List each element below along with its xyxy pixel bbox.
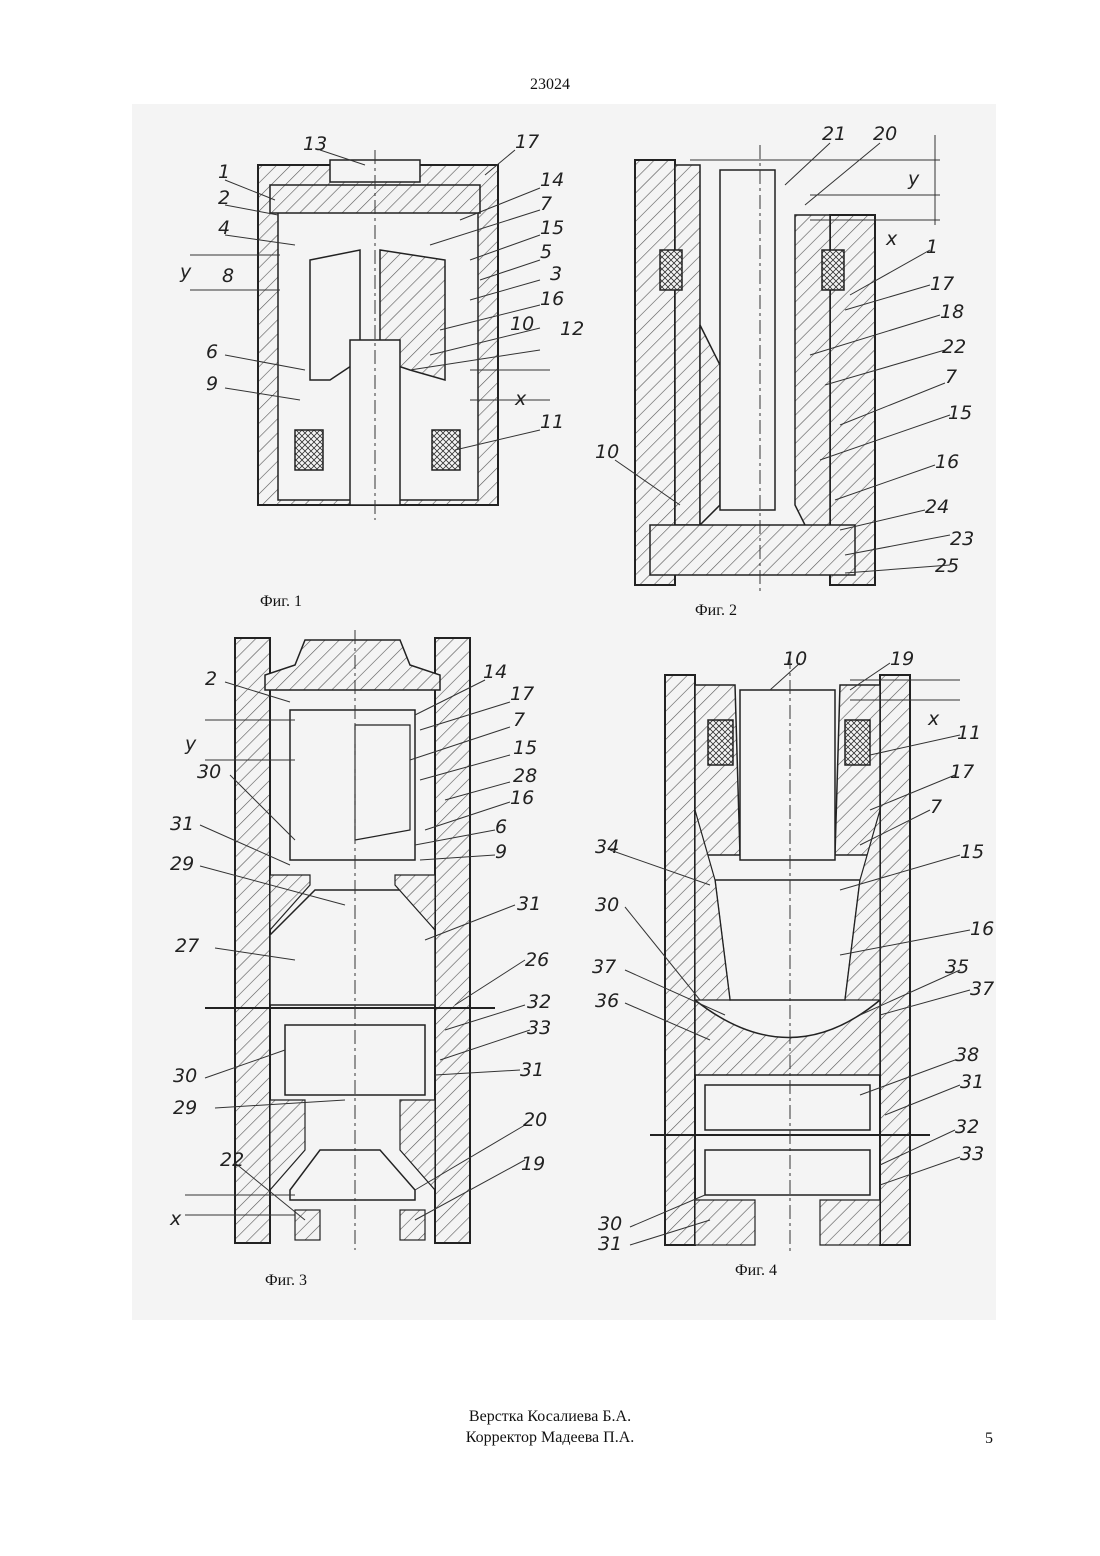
proofreader-credit: Корректор Мадеева П.А. — [0, 1427, 1100, 1448]
fig3-label-31-middle: 31 — [517, 893, 541, 915]
fig2-label-7: 7 — [945, 366, 957, 388]
fig3-label-6: 6 — [495, 816, 507, 838]
fig4-label-31-lower: 31 — [598, 1233, 622, 1255]
fig2-label-10: 10 — [595, 441, 619, 463]
fig4-label-35: 35 — [945, 956, 969, 978]
fig3-label-9: 9 — [495, 841, 507, 863]
fig4-label-36: 36 — [595, 990, 619, 1012]
fig1-label-14: 14 — [540, 169, 564, 191]
fig3-label-19: 19 — [521, 1153, 545, 1175]
fig4-label-30-lower: 30 — [598, 1213, 622, 1235]
fig3-label-7: 7 — [513, 709, 525, 731]
fig1-label-13: 13 — [303, 133, 327, 155]
fig2-label-1: 1 — [926, 236, 938, 258]
page-number: 5 — [985, 1430, 993, 1448]
fig1-label-15: 15 — [540, 217, 564, 239]
fig1-label-7: 7 — [540, 193, 552, 215]
fig1-label-16: 16 — [540, 288, 564, 310]
fig2-label-x: x — [885, 228, 898, 250]
fig4-label-38: 38 — [955, 1044, 979, 1066]
fig2-label-15: 15 — [948, 402, 972, 424]
fig1-label-11: 11 — [540, 411, 564, 433]
fig3-label-26: 26 — [525, 949, 549, 971]
figure-2-drawing: 21 20 y x 1 17 18 22 7 15 10 16 24 23 25… — [590, 125, 990, 625]
fig4-label-17: 17 — [950, 761, 974, 783]
fig4-label-19: 19 — [890, 648, 914, 670]
fig3-label-33: 33 — [527, 1017, 551, 1039]
fig2-label-20: 20 — [873, 123, 897, 145]
fig2-label-22: 22 — [942, 336, 966, 358]
fig4-label-31-upper: 31 — [960, 1071, 984, 1093]
layout-credit: Верстка Косалиева Б.А. — [0, 1406, 1100, 1427]
fig3-label-31-upper: 31 — [170, 813, 194, 835]
fig3-label-20: 20 — [523, 1109, 547, 1131]
fig2-label-23: 23 — [950, 528, 974, 550]
fig3-label-16: 16 — [510, 787, 534, 809]
fig3-label-y: y — [184, 733, 197, 755]
fig3-label-28: 28 — [513, 765, 537, 787]
fig1-label-y: y — [179, 261, 192, 283]
fig4-label-10: 10 — [783, 648, 807, 670]
fig4-label-16: 16 — [970, 918, 994, 940]
fig1-label-6: 6 — [206, 341, 218, 363]
figure-4-drawing: 10 19 x 11 17 7 34 15 30 16 37 35 37 36 … — [590, 645, 990, 1285]
fig4-label-11: 11 — [957, 722, 981, 744]
fig3-label-2: 2 — [205, 668, 217, 690]
fig4-label-32: 32 — [955, 1116, 979, 1138]
fig1-label-x: x — [514, 388, 527, 410]
fig1-label-10: 10 — [510, 313, 534, 335]
fig1-label-9: 9 — [206, 373, 218, 395]
fig1-label-4: 4 — [218, 217, 230, 239]
fig3-label-30-upper: 30 — [197, 761, 221, 783]
fig3-label-29-lower: 29 — [173, 1097, 197, 1119]
figure-3-drawing: 2 14 17 7 y 15 28 30 16 31 6 9 29 31 27 … — [165, 630, 585, 1290]
fig2-label-18: 18 — [940, 301, 964, 323]
fig1-label-17: 17 — [515, 131, 539, 153]
document-number: 23024 — [0, 76, 1100, 94]
fig3-label-22: 22 — [220, 1149, 244, 1171]
figure-3: 2 14 17 7 y 15 28 30 16 31 6 9 29 31 27 … — [165, 630, 585, 1290]
footer-credits: Верстка Косалиева Б.А. Корректор Мадеева… — [0, 1406, 1100, 1448]
fig3-caption: Фиг. 3 — [265, 1272, 307, 1289]
fig1-label-1: 1 — [218, 161, 230, 183]
fig4-label-34: 34 — [595, 836, 619, 858]
fig3-label-31-lower: 31 — [520, 1059, 544, 1081]
fig4-label-33: 33 — [960, 1143, 984, 1165]
fig3-label-15: 15 — [513, 737, 537, 759]
fig1-label-5: 5 — [540, 241, 552, 263]
fig2-label-25: 25 — [935, 555, 959, 577]
fig4-label-37-right: 37 — [970, 978, 994, 1000]
fig2-label-16: 16 — [935, 451, 959, 473]
figure-2: 21 20 y x 1 17 18 22 7 15 10 16 24 23 25… — [590, 125, 990, 625]
figure-1: 13 17 1 2 14 7 4 15 5 y 8 3 16 10 12 6 9… — [170, 130, 590, 620]
fig4-label-37-left: 37 — [592, 956, 616, 978]
fig4-label-30-upper: 30 — [595, 894, 619, 916]
fig1-label-12: 12 — [560, 318, 584, 340]
fig2-label-24: 24 — [925, 496, 949, 518]
fig1-label-8: 8 — [222, 265, 234, 287]
fig3-label-30-lower: 30 — [173, 1065, 197, 1087]
fig2-caption: Фиг. 2 — [695, 602, 737, 619]
fig3-label-14: 14 — [483, 661, 507, 683]
fig4-label-7: 7 — [930, 796, 942, 818]
fig3-label-29-upper: 29 — [170, 853, 194, 875]
fig3-label-x: x — [169, 1208, 182, 1230]
fig4-label-x: x — [927, 708, 940, 730]
fig2-label-21: 21 — [822, 123, 846, 145]
fig2-label-y: y — [907, 168, 920, 190]
fig3-label-27: 27 — [175, 935, 199, 957]
fig1-caption: Фиг. 1 — [260, 593, 302, 610]
fig2-label-17: 17 — [930, 273, 954, 295]
figure-1-drawing: 13 17 1 2 14 7 4 15 5 y 8 3 16 10 12 6 9… — [170, 130, 590, 620]
fig3-label-32: 32 — [527, 991, 551, 1013]
fig4-label-15: 15 — [960, 841, 984, 863]
fig1-label-3: 3 — [550, 263, 562, 285]
fig4-caption: Фиг. 4 — [735, 1262, 777, 1279]
fig1-label-2: 2 — [218, 187, 230, 209]
fig3-label-17: 17 — [510, 683, 534, 705]
figure-4: 10 19 x 11 17 7 34 15 30 16 37 35 37 36 … — [590, 645, 990, 1285]
